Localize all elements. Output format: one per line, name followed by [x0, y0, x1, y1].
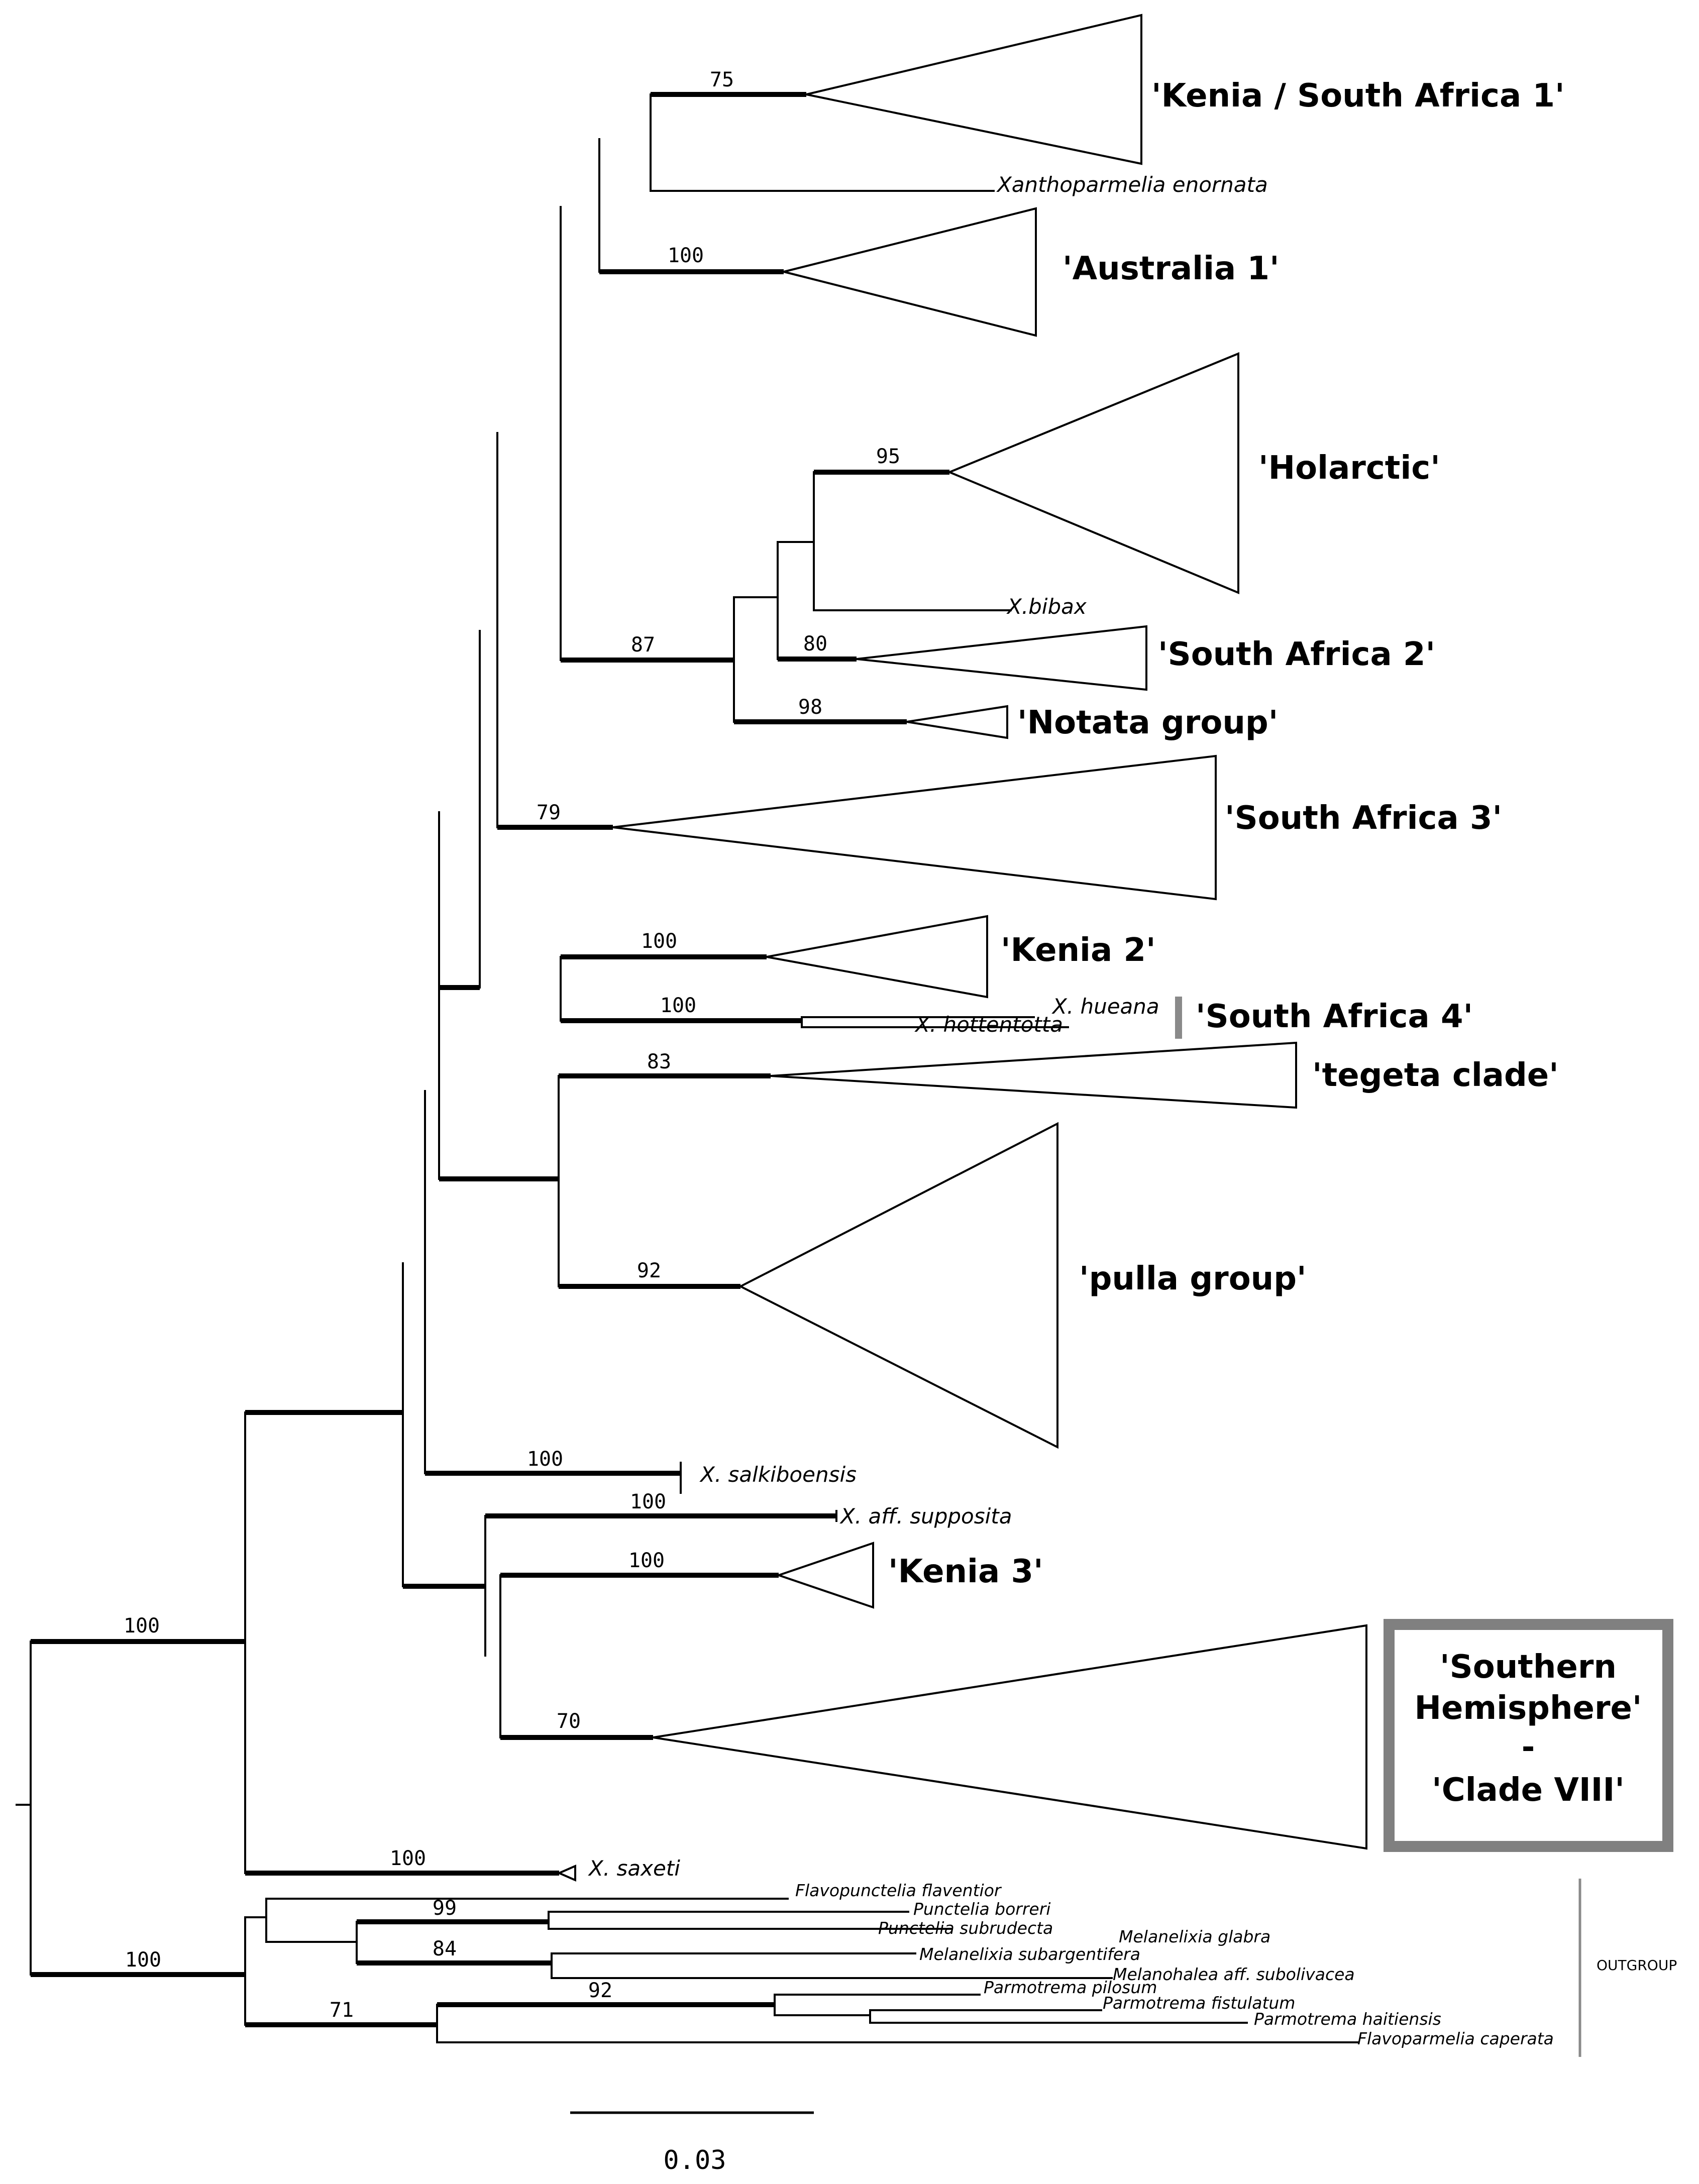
- clade-holarctic: 'Holarctic': [1258, 450, 1440, 487]
- support-notata: 98: [798, 696, 822, 719]
- taxon-punctelia-borreri: Punctelia borreri: [913, 1899, 1050, 1919]
- taxon-melanelixia-glabra: Melanelixia glabra: [1119, 1927, 1270, 1946]
- support-tegeta: 83: [647, 1050, 671, 1073]
- taxon-parmotrema-pilosum: Parmotrema pilosum: [984, 1978, 1157, 1997]
- support-southern: 70: [557, 1710, 581, 1733]
- clade-kenia-sa1: 'Kenia / South Africa 1': [1151, 77, 1565, 115]
- triangle-kenia-sa1: [806, 14, 1142, 165]
- support-values: 75 100 95 87 80 98 79 100 100 83 92 100 …: [124, 68, 900, 2022]
- clade-kenia3: 'Kenia 3': [888, 1553, 1043, 1590]
- clade-tegeta: 'tegeta clade': [1312, 1057, 1559, 1094]
- taxon-x-saxeti: X. saxeti: [588, 1856, 680, 1881]
- box-line-4: 'Clade VIII': [1432, 1772, 1625, 1809]
- southern-hemisphere-box: 'Southern Hemisphere' - 'Clade VIII': [1384, 1619, 1673, 1852]
- taxon-x-hottentotta: X. hottentotta: [914, 1012, 1063, 1037]
- clade-labels: 'Kenia / South Africa 1' 'Australia 1' '…: [888, 77, 1565, 1590]
- support-aff-supposita: 100: [630, 1490, 666, 1513]
- triangle-australia1: [783, 207, 1037, 337]
- triangle-notata: [906, 705, 1008, 739]
- triangle-holarctic: [946, 352, 1239, 595]
- taxon-x-hueana: X. hueana: [1051, 994, 1159, 1019]
- clade-australia1: 'Australia 1': [1063, 250, 1280, 287]
- triangle-kenia2: [766, 915, 988, 999]
- taxon-punctelia-subrudecta: Punctelia subrudecta: [878, 1918, 1053, 1938]
- highlight-box: [1384, 1619, 1673, 1852]
- triangle-kenia3: [775, 1542, 874, 1609]
- support-pulla: 92: [637, 1259, 661, 1282]
- bold-branches: [31, 92, 949, 2027]
- support-kenia2: 100: [641, 930, 677, 953]
- support-salkiboensis: 100: [527, 1448, 563, 1471]
- taxon-parmotrema-haitiensis: Parmotrema haitiensis: [1254, 2009, 1441, 2029]
- collapsed-clades: [557, 14, 1367, 1882]
- clade-kenia2: 'Kenia 2': [1001, 932, 1156, 969]
- box-line-3: -: [1522, 1729, 1535, 1766]
- triangle-saxeti: [557, 1864, 576, 1882]
- support-australia1: 100: [668, 244, 704, 267]
- box-line-2: Hemisphere': [1414, 1690, 1642, 1727]
- triangle-south-africa2: [856, 625, 1147, 691]
- support-south-africa3: 79: [537, 801, 561, 824]
- taxon-parmotrema-fistulatum: Parmotrema fistulatum: [1103, 1993, 1295, 2013]
- taxon-x-salkiboensis: X. salkiboensis: [699, 1462, 857, 1487]
- box-line-1: 'Southern: [1440, 1649, 1617, 1686]
- taxon-melanelixia-subargentifera: Melanelixia subargentifera: [919, 1944, 1140, 1964]
- clade-south-africa4: 'South Africa 4': [1196, 998, 1473, 1035]
- clade-pulla: 'pulla group': [1079, 1260, 1307, 1297]
- support-87: 87: [631, 633, 655, 657]
- taxon-x-bibax: X.bibax: [1006, 594, 1087, 619]
- taxon-x-aff-supposita: X. aff. supposita: [839, 1504, 1012, 1528]
- support-south-africa4: 100: [660, 994, 696, 1017]
- support-holarctic: 95: [876, 445, 900, 468]
- support-og-71: 71: [330, 1999, 354, 2022]
- taxon-x-enornata: Xanthoparmelia enornata: [996, 172, 1268, 197]
- taxon-flavoparmelia: Flavoparmelia caperata: [1357, 2029, 1554, 2048]
- taxon-melanohalea: Melanohalea aff. subolivacea: [1113, 1964, 1355, 1984]
- support-saxeti: 100: [390, 1847, 426, 1870]
- support-outgroup-root: 100: [125, 1948, 161, 1972]
- outgroup-labels: Flavopunctelia flaventior Punctelia borr…: [795, 1879, 1677, 2057]
- scale-bar-label: 0.03: [663, 2145, 726, 2175]
- support-og-99: 99: [433, 1897, 457, 1920]
- support-kenia3: 100: [628, 1549, 665, 1572]
- support-og-84: 84: [433, 1937, 457, 1960]
- taxon-flavopunctelia: Flavopunctelia flaventior: [795, 1881, 1002, 1900]
- support-ingroup: 100: [124, 1614, 160, 1637]
- clade-notata: 'Notata group': [1017, 704, 1278, 741]
- clade-south-africa2: 'South Africa 2': [1158, 636, 1435, 673]
- outgroup-label: OUTGROUP: [1597, 1957, 1677, 1974]
- triangle-pulla: [738, 1122, 1058, 1449]
- support-og-92: 92: [588, 1979, 612, 2002]
- triangle-south-africa3: [612, 754, 1217, 901]
- taxon-labels: Xanthoparmelia enornata X.bibax X. huean…: [588, 172, 1268, 1881]
- triangle-tegeta: [770, 1041, 1297, 1109]
- scale-bar: 0.03: [570, 2111, 814, 2175]
- clade-south-africa3: 'South Africa 3': [1225, 800, 1502, 837]
- triangle-southern: [653, 1624, 1367, 1850]
- support-kenia-sa1: 75: [710, 68, 734, 91]
- support-south-africa2: 80: [803, 632, 827, 656]
